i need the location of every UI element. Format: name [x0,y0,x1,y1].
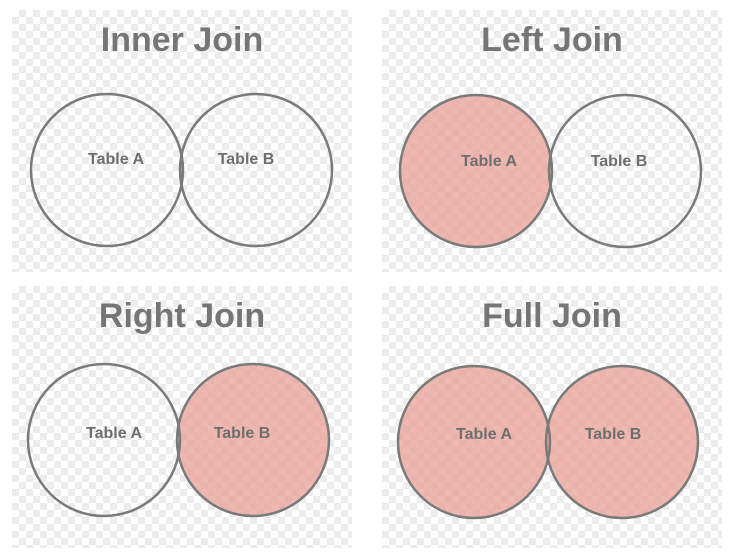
table-b-label: Table B [585,426,642,443]
table-a-label: Table A [456,426,512,443]
table-b-circle [178,92,334,248]
table-b-label: Table B [218,151,275,168]
table-a-circle [398,93,554,249]
table-a-circle [29,92,185,248]
join-title: Right Join [98,297,266,335]
table-b-label: Table B [214,425,271,442]
left-join-venn-diagram: Table A Table B [398,93,703,249]
full-join-venn-diagram: Table A Table B [396,364,700,520]
table-a-region [400,95,552,247]
right-join-venn-diagram: Table A Table B [26,362,331,518]
full-join-panel: Table A Table B Full Join [382,286,722,548]
table-a-region [398,366,550,518]
table-b-region [546,366,698,518]
join-title: Left Join [481,21,623,59]
join-title: Full Join [482,297,622,335]
left-join-panel: Table A Table B Left Join [382,10,722,272]
table-a-label: Table A [461,153,517,170]
inner-join-panel: Table A Table B Inner Join [12,10,352,272]
table-b-region [177,364,329,516]
table-a-circle [26,362,182,518]
table-b-circle [547,93,703,249]
inner-join-venn-diagram: Table A Table B [29,92,334,248]
table-a-label: Table A [88,151,144,168]
table-a-label: Table A [86,425,142,442]
table-a-circle [396,364,552,520]
right-join-panel: Table A Table B Right Join [12,286,352,548]
join-title: Inner Join [100,21,264,59]
table-b-label: Table B [591,153,648,170]
table-b-circle [175,362,331,518]
table-b-circle [544,364,700,520]
